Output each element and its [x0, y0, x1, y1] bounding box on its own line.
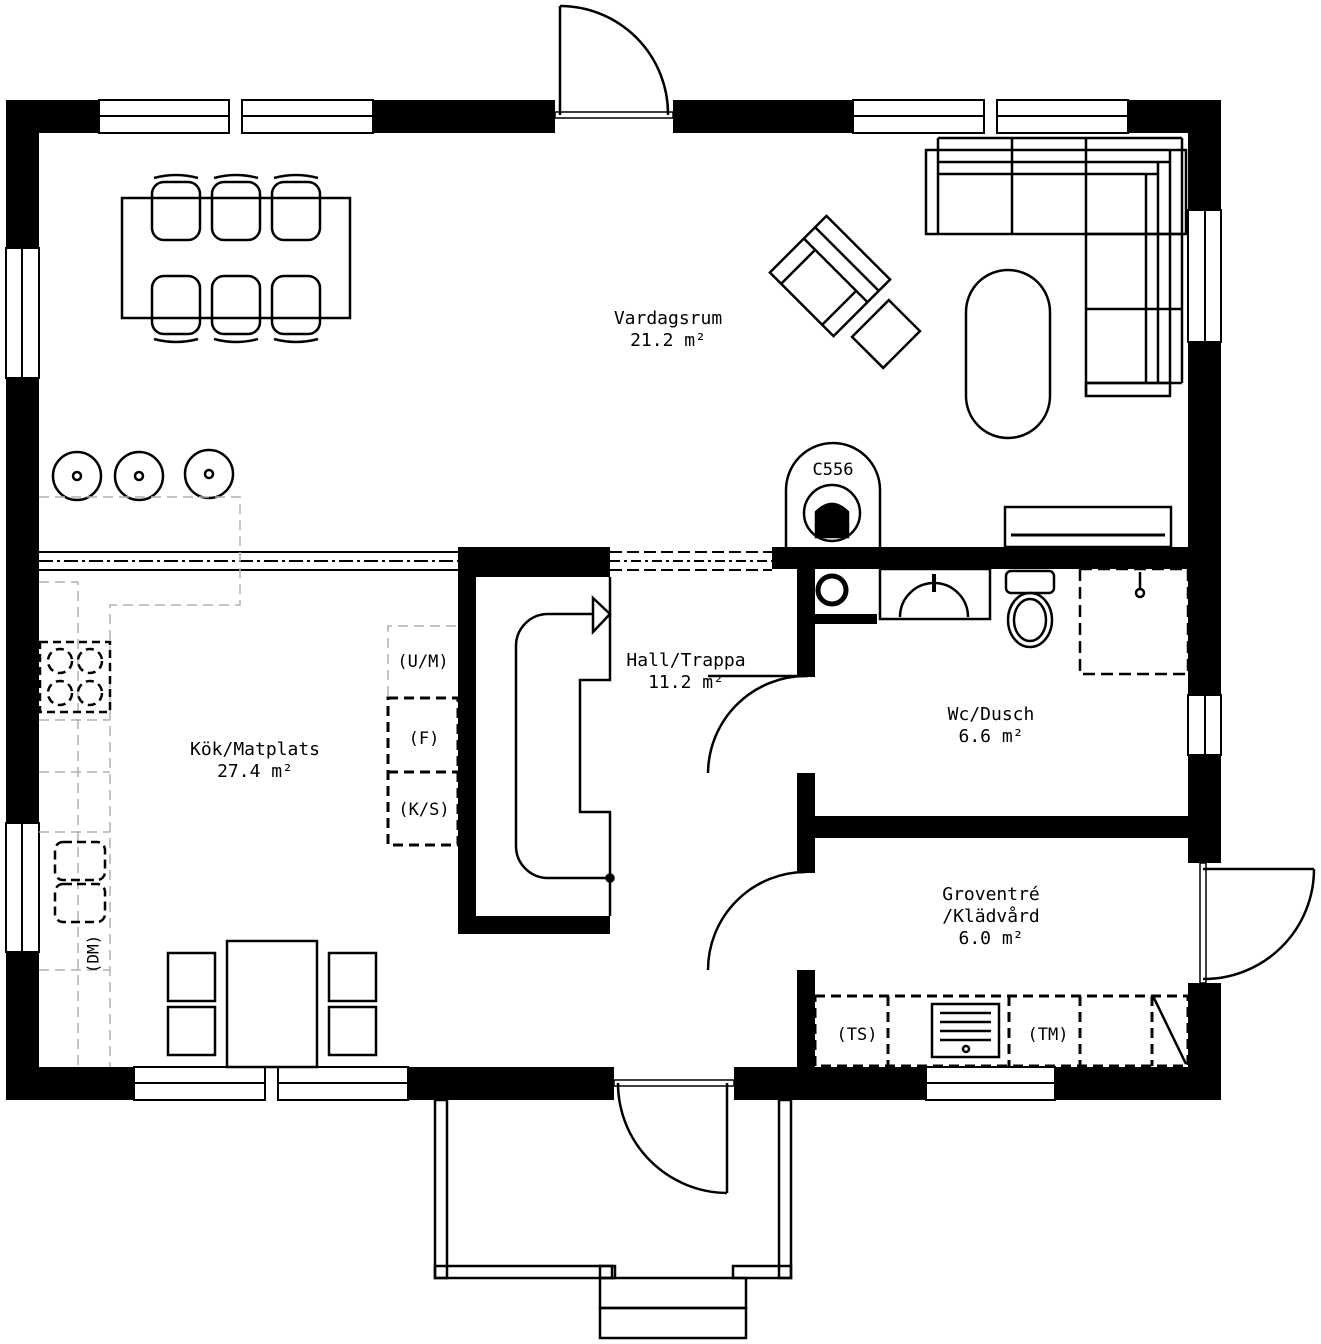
porch — [433, 1098, 793, 1340]
floor-drain — [815, 573, 849, 607]
wood-stove — [784, 441, 882, 547]
stove-model-label: C556 — [812, 460, 854, 480]
tv-bench — [1003, 505, 1173, 549]
armchair — [768, 214, 892, 338]
room-area: 6.0 m² — [958, 928, 1024, 949]
coffee-table — [964, 268, 1052, 440]
appliance-label-f: (F) — [408, 729, 440, 749]
room-name: Hall/Trappa — [626, 650, 746, 671]
exterior-walls — [6, 100, 1221, 1100]
laundry-counter — [813, 994, 1190, 1068]
appliance-boxes — [386, 696, 460, 847]
room-name: Vardagsrum — [613, 308, 723, 329]
bar-stools — [51, 448, 235, 502]
half-wall — [39, 551, 772, 571]
ottoman — [850, 298, 922, 370]
windows — [5, 99, 1222, 1101]
room-area: 21.2 m² — [630, 330, 706, 351]
interior-walls — [458, 547, 1188, 1067]
room-area: 6.6 m² — [958, 726, 1024, 747]
room-area: 27.4 m² — [217, 761, 293, 782]
kitchen-table — [166, 939, 378, 1069]
room-name: Wc/Dusch — [947, 704, 1035, 725]
dining-chairs — [150, 173, 322, 344]
staircase — [514, 577, 615, 916]
room-area: 11.2 m² — [648, 672, 724, 693]
dining-table — [120, 173, 352, 344]
bathroom-fixtures — [815, 567, 1190, 676]
cooktop — [38, 640, 112, 714]
kitchen-counter-outline — [39, 496, 458, 1067]
room-name: Kök/Matplats — [189, 739, 321, 760]
doors — [554, 4, 1316, 1195]
appliance-label-ts: (TS) — [836, 1025, 878, 1045]
appliance-label-dm: (DM) — [83, 934, 103, 974]
kitchen-sink — [53, 840, 107, 924]
appliance-label-ks: (K/S) — [398, 800, 450, 820]
appliance-label-tm: (TM) — [1027, 1025, 1069, 1045]
laundry-sink — [930, 1002, 1001, 1059]
appliance-label-um: (U/M) — [397, 652, 449, 672]
room-name: Groventré /Klädvård — [942, 884, 1040, 927]
corner-sofa — [924, 136, 1188, 398]
